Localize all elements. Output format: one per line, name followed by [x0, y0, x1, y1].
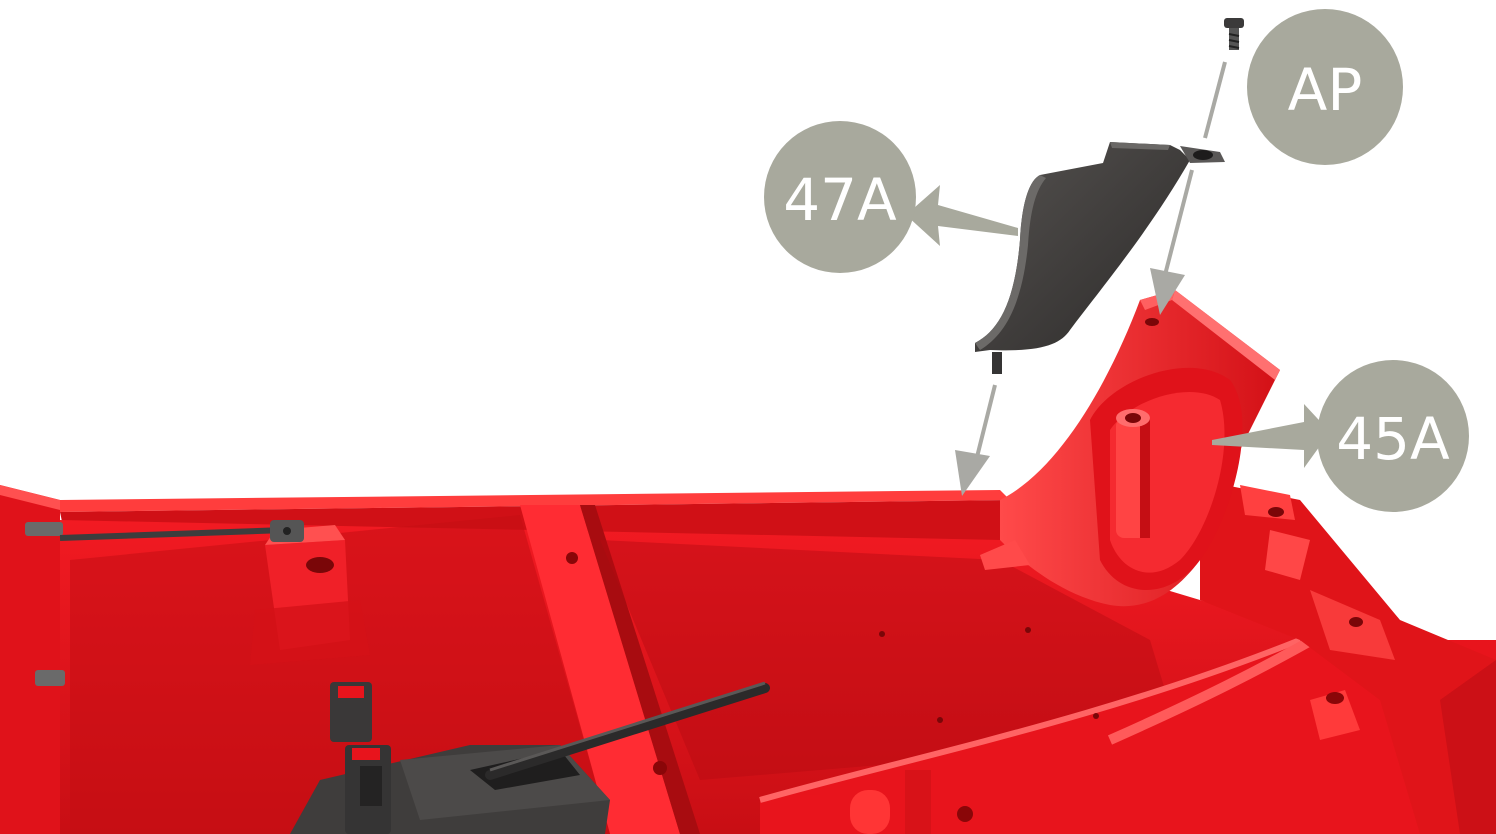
arrow-head-floor: [955, 450, 990, 496]
screw-AP: [1224, 18, 1244, 50]
callout-AP-label: AP: [1288, 56, 1363, 124]
callout-45A-label: 45A: [1336, 405, 1450, 473]
pointer-47A: [906, 185, 1018, 246]
callout-45A: 45A: [1317, 360, 1469, 512]
arrow-screw-to-tab: [1205, 62, 1225, 138]
callout-47A-label: 47A: [783, 166, 897, 234]
callout-47A: 47A: [764, 121, 916, 273]
callout-AP: AP: [1247, 9, 1403, 165]
arrow-peg-to-floor: [975, 385, 995, 465]
